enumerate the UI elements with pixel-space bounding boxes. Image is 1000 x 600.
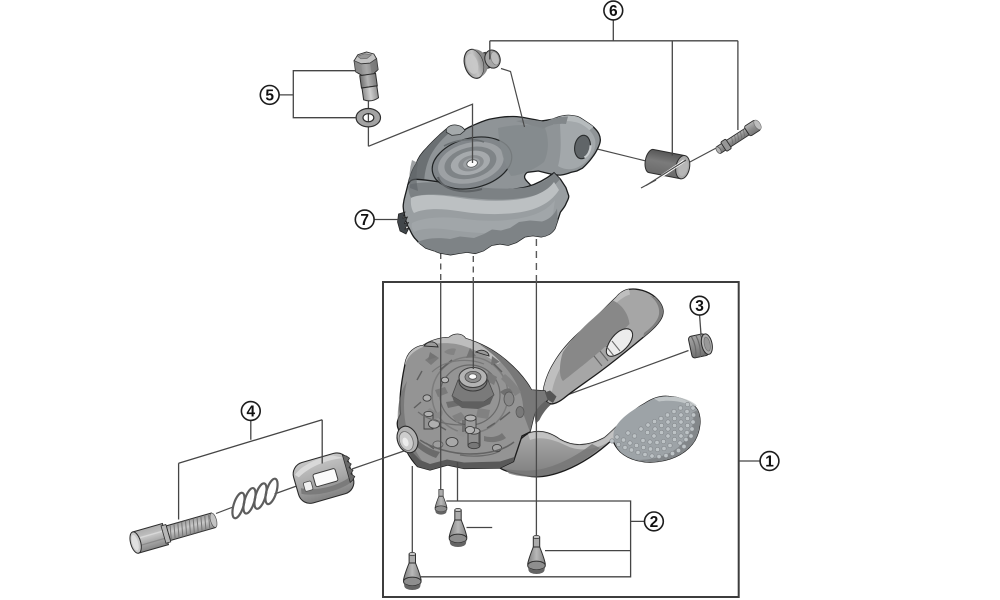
svg-text:7: 7 — [360, 212, 369, 229]
svg-text:4: 4 — [246, 404, 255, 421]
svg-text:2: 2 — [650, 514, 659, 531]
svg-text:6: 6 — [609, 3, 618, 20]
svg-text:3: 3 — [695, 298, 704, 315]
svg-text:1: 1 — [765, 454, 774, 471]
svg-text:5: 5 — [265, 87, 274, 104]
